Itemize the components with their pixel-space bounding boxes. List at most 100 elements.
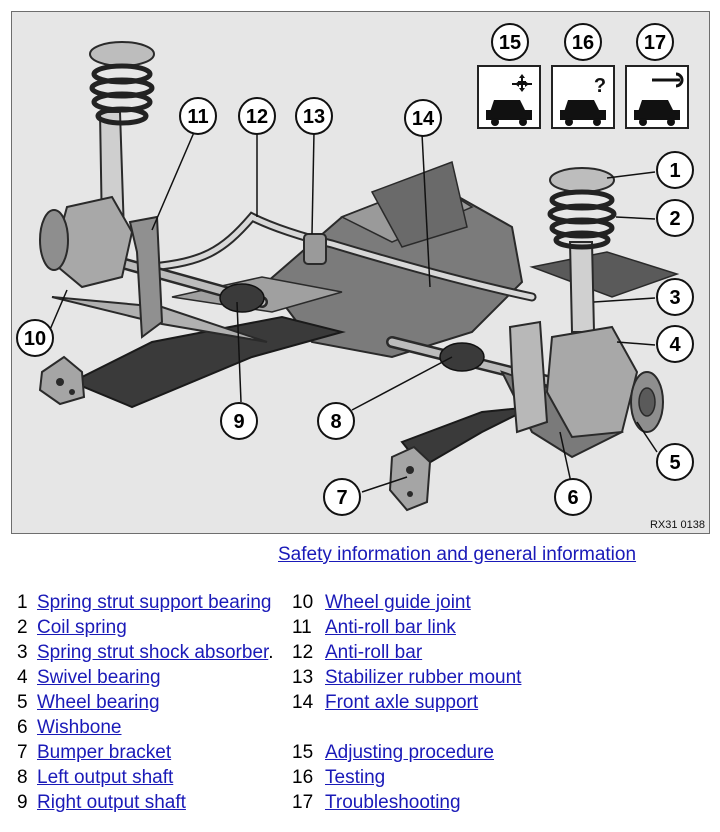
bumper-bracket-right [388,445,432,512]
legend-item-11: 11 Anti-roll bar link [292,615,456,640]
legend-link-wheel-bearing[interactable]: Wheel bearing [37,692,160,713]
svg-text:4: 4 [669,334,681,356]
svg-text:9: 9 [233,411,244,433]
legend-item-17: 17 Troubleshooting [292,790,461,815]
callout-7: 7 [323,478,361,516]
svg-text:6: 6 [567,487,578,509]
car-wrench-icon [625,65,689,129]
svg-text:12: 12 [246,106,268,128]
callout-5: 5 [656,443,694,481]
legend-item-2: 2 Coil spring [17,615,127,640]
legend-link-wheel-guide-joint[interactable]: Wheel guide joint [325,592,471,613]
bumper-bracket-left [38,355,86,406]
strut-assembly-left [39,41,164,339]
legend-item-7: 7 Bumper bracket [17,740,171,765]
legend-number: 10 [292,592,314,613]
legend-number: 2 [17,617,28,638]
legend-item-12: 12 Anti-roll bar [292,640,422,665]
callout-14: 14 [404,99,442,137]
leader-lines [48,129,658,493]
callout-10: 10 [16,319,54,357]
legend-number: 9 [17,792,28,813]
callout-15: 15 [491,23,529,61]
callouts: 1 2 3 4 5 6 7 8 9 10 11 12 13 14 15 16 1… [16,23,694,516]
legend-link-front-axle-support[interactable]: Front axle support [325,692,479,713]
svg-text:17: 17 [644,32,666,54]
legend-item-8: 8 Left output shaft [17,765,173,790]
svg-text:1: 1 [669,160,680,182]
legend-item-16: 16 Testing [292,765,385,790]
legend-number: 4 [17,667,28,688]
callout-4: 4 [656,325,694,363]
legend-link-stabilizer-rubber-mount[interactable]: Stabilizer rubber mount [325,667,522,688]
legend-item-14: 14 Front axle support [292,690,478,715]
callout-8: 8 [317,402,355,440]
svg-text:14: 14 [412,108,435,130]
callout-11: 11 [179,97,217,135]
car-adjust-icon [477,65,541,129]
legend-number: 6 [17,717,28,738]
callout-13: 13 [295,97,333,135]
front-axle-diagram: ? 1 2 3 4 5 6 7 8 9 10 11 12 [11,11,710,534]
legend-number: 7 [17,742,28,763]
svg-text:3: 3 [669,287,680,309]
legend-number: 12 [292,642,314,663]
svg-text:15: 15 [499,32,521,54]
legend-number: 3 [17,642,28,663]
callout-3: 3 [656,278,694,316]
legend-item-9: 9 Right output shaft [17,790,186,815]
legend-number: 13 [292,667,314,688]
strut-assembly-right [508,167,664,439]
callout-9: 9 [220,402,258,440]
legend-number: 11 [292,617,312,638]
legend-item-6: 6 Wishbone [17,715,122,740]
legend-item-3: 3 Spring strut shock absorber. [17,640,274,665]
legend-trailing-period: . [268,642,274,663]
svg-text:11: 11 [187,106,208,128]
legend-item-5: 5 Wheel bearing [17,690,160,715]
legend-number: 5 [17,692,28,713]
svg-text:10: 10 [24,328,46,350]
legend-item-15: 15 Adjusting procedure [292,740,494,765]
anti-roll-bar [147,211,537,302]
legend-item-4: 4 Swivel bearing [17,665,161,690]
legend-link-testing[interactable]: Testing [325,767,386,788]
car-test-icon: ? [551,65,615,129]
legend-item-10: 10 Wheel guide joint [292,590,471,615]
callout-16: 16 [564,23,602,61]
question-mark-glyph: ? [594,75,606,97]
legend-link-troubleshooting[interactable]: Troubleshooting [325,792,461,813]
figure-reference-code: RX31 0138 [650,519,705,531]
legend-link-spring-strut-shock-absorber[interactable]: Spring strut shock absorber [37,642,269,663]
legend-link-left-output-shaft[interactable]: Left output shaft [37,767,174,788]
svg-text:2: 2 [669,208,680,230]
legend-link-swivel-bearing[interactable]: Swivel bearing [37,667,161,688]
legend-link-coil-spring[interactable]: Coil spring [37,617,127,638]
legend-number: 15 [292,742,314,763]
callout-6: 6 [554,478,592,516]
legend-number: 17 [292,792,314,813]
svg-text:13: 13 [303,106,325,128]
legend-link-adjusting-procedure[interactable]: Adjusting procedure [325,742,494,763]
callout-17: 17 [636,23,674,61]
legend-number: 1 [17,592,28,613]
callout-1: 1 [656,151,694,189]
svg-text:5: 5 [669,452,680,474]
svg-text:16: 16 [572,32,594,54]
callout-2: 2 [656,199,694,237]
legend-link-wishbone[interactable]: Wishbone [37,717,122,738]
legend-link-right-output-shaft[interactable]: Right output shaft [37,792,186,813]
legend-link-bumper-bracket[interactable]: Bumper bracket [37,742,172,763]
legend-number: 16 [292,767,314,788]
callout-12: 12 [238,97,276,135]
svg-text:8: 8 [330,411,341,433]
legend-link-anti-roll-bar-link[interactable]: Anti-roll bar link [325,617,456,638]
legend-number: 8 [17,767,28,788]
legend-item-1: 1 Spring strut support bearing [17,590,271,615]
svg-text:7: 7 [336,487,347,509]
legend-item-13: 13 Stabilizer rubber mount [292,665,521,690]
legend-number: 14 [292,692,314,713]
legend-link-spring-strut-support-bearing[interactable]: Spring strut support bearing [37,592,272,613]
legend-link-anti-roll-bar[interactable]: Anti-roll bar [325,642,423,663]
safety-information-link[interactable]: Safety information and general informati… [278,544,637,565]
